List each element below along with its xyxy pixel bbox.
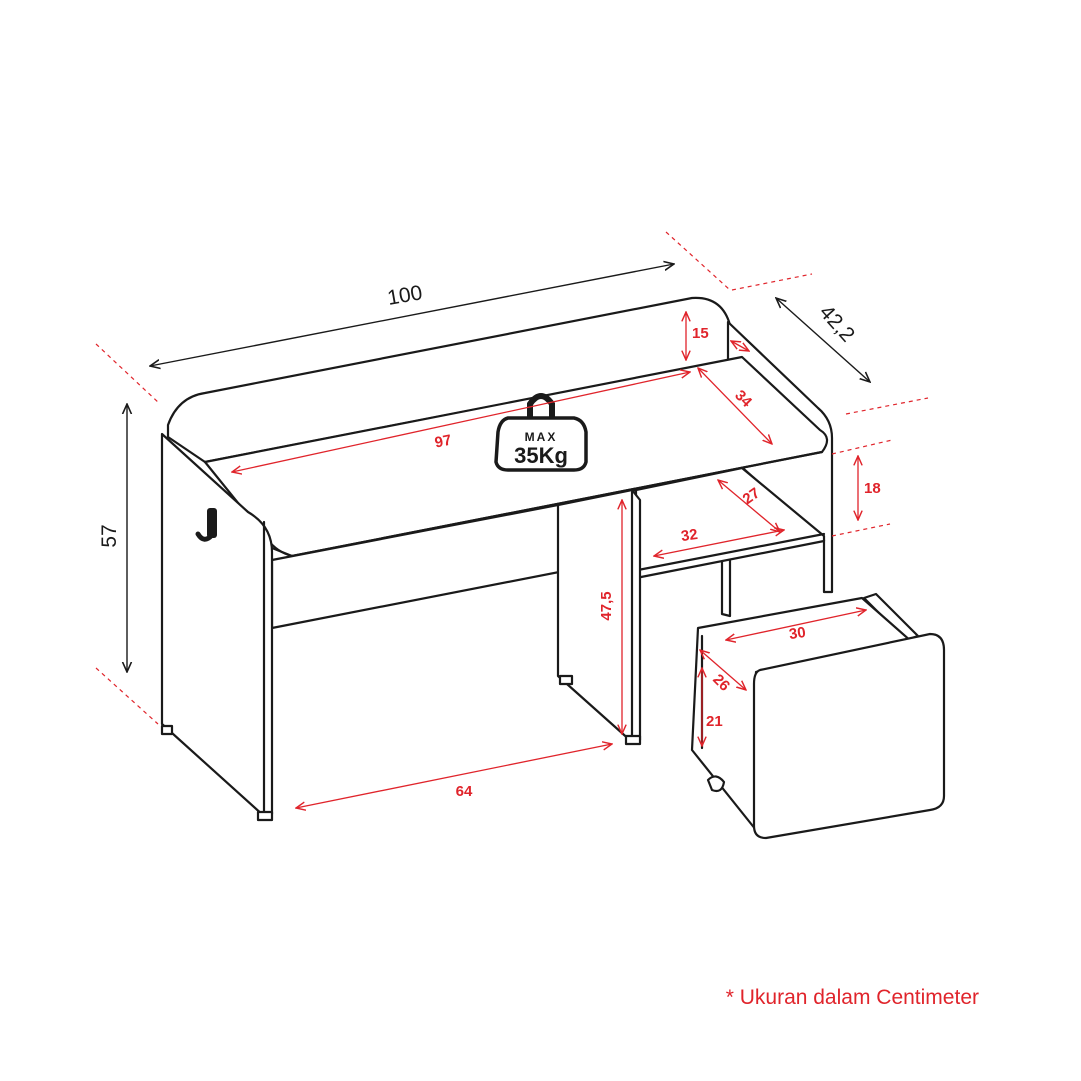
top-depth-arrow <box>698 368 772 444</box>
drawer-front <box>752 632 946 840</box>
leg-clearance-arrow <box>296 744 612 808</box>
overall-width-label: 100 <box>386 281 425 310</box>
ext-line-top-right <box>665 231 731 291</box>
drawer-height-label: 21 <box>706 713 723 730</box>
inner-width-label: 97 <box>433 432 453 452</box>
shelf-width-label: 32 <box>680 526 699 545</box>
backboard-height-label: 15 <box>692 325 709 342</box>
drawer-width-label: 30 <box>788 624 807 643</box>
back-gap-arrow <box>731 341 749 351</box>
ext-line-shelf-top <box>831 439 893 455</box>
drawer-wheel <box>706 775 726 793</box>
leg-clearance-label: 64 <box>456 783 473 800</box>
desk-middle-foot <box>624 734 642 746</box>
desk-back-foot <box>558 674 574 686</box>
weight-label-max: MAX <box>525 430 558 444</box>
ext-line-shelf-bottom <box>831 523 891 537</box>
drawer-width-arrow <box>726 610 866 640</box>
drawer-depth-arrow <box>700 650 746 690</box>
ext-line-right-top <box>845 397 929 415</box>
desk-left-foot-back <box>160 724 174 736</box>
weight-label-value: 35Kg <box>514 443 568 468</box>
shelf-depth-label: 27 <box>740 485 763 508</box>
overall-height-label: 57 <box>98 524 121 547</box>
ext-line-depth <box>731 273 813 291</box>
inner-width-arrow <box>232 372 690 472</box>
hook-plate <box>207 508 217 538</box>
drawer-unit <box>690 592 946 840</box>
shelf-height-label: 18 <box>864 480 881 497</box>
shelf-depth-arrow <box>718 480 780 532</box>
overall-dimensions: 100 42,2 57 <box>98 264 870 672</box>
desk-back-leg <box>720 554 732 618</box>
overall-depth-arrow <box>776 298 870 382</box>
leg-height-label: 47,5 <box>598 591 615 620</box>
overall-width-arrow <box>150 264 674 366</box>
extension-lines <box>95 231 929 725</box>
shelf-width-arrow <box>654 530 784 556</box>
unit-footnote: * Ukuran dalam Centimeter <box>725 986 979 1009</box>
desk-left-foot-front <box>256 810 274 822</box>
ext-line-left-bottom <box>95 667 159 725</box>
ext-line-left-top <box>95 343 161 405</box>
overall-depth-label: 42,2 <box>815 301 859 347</box>
